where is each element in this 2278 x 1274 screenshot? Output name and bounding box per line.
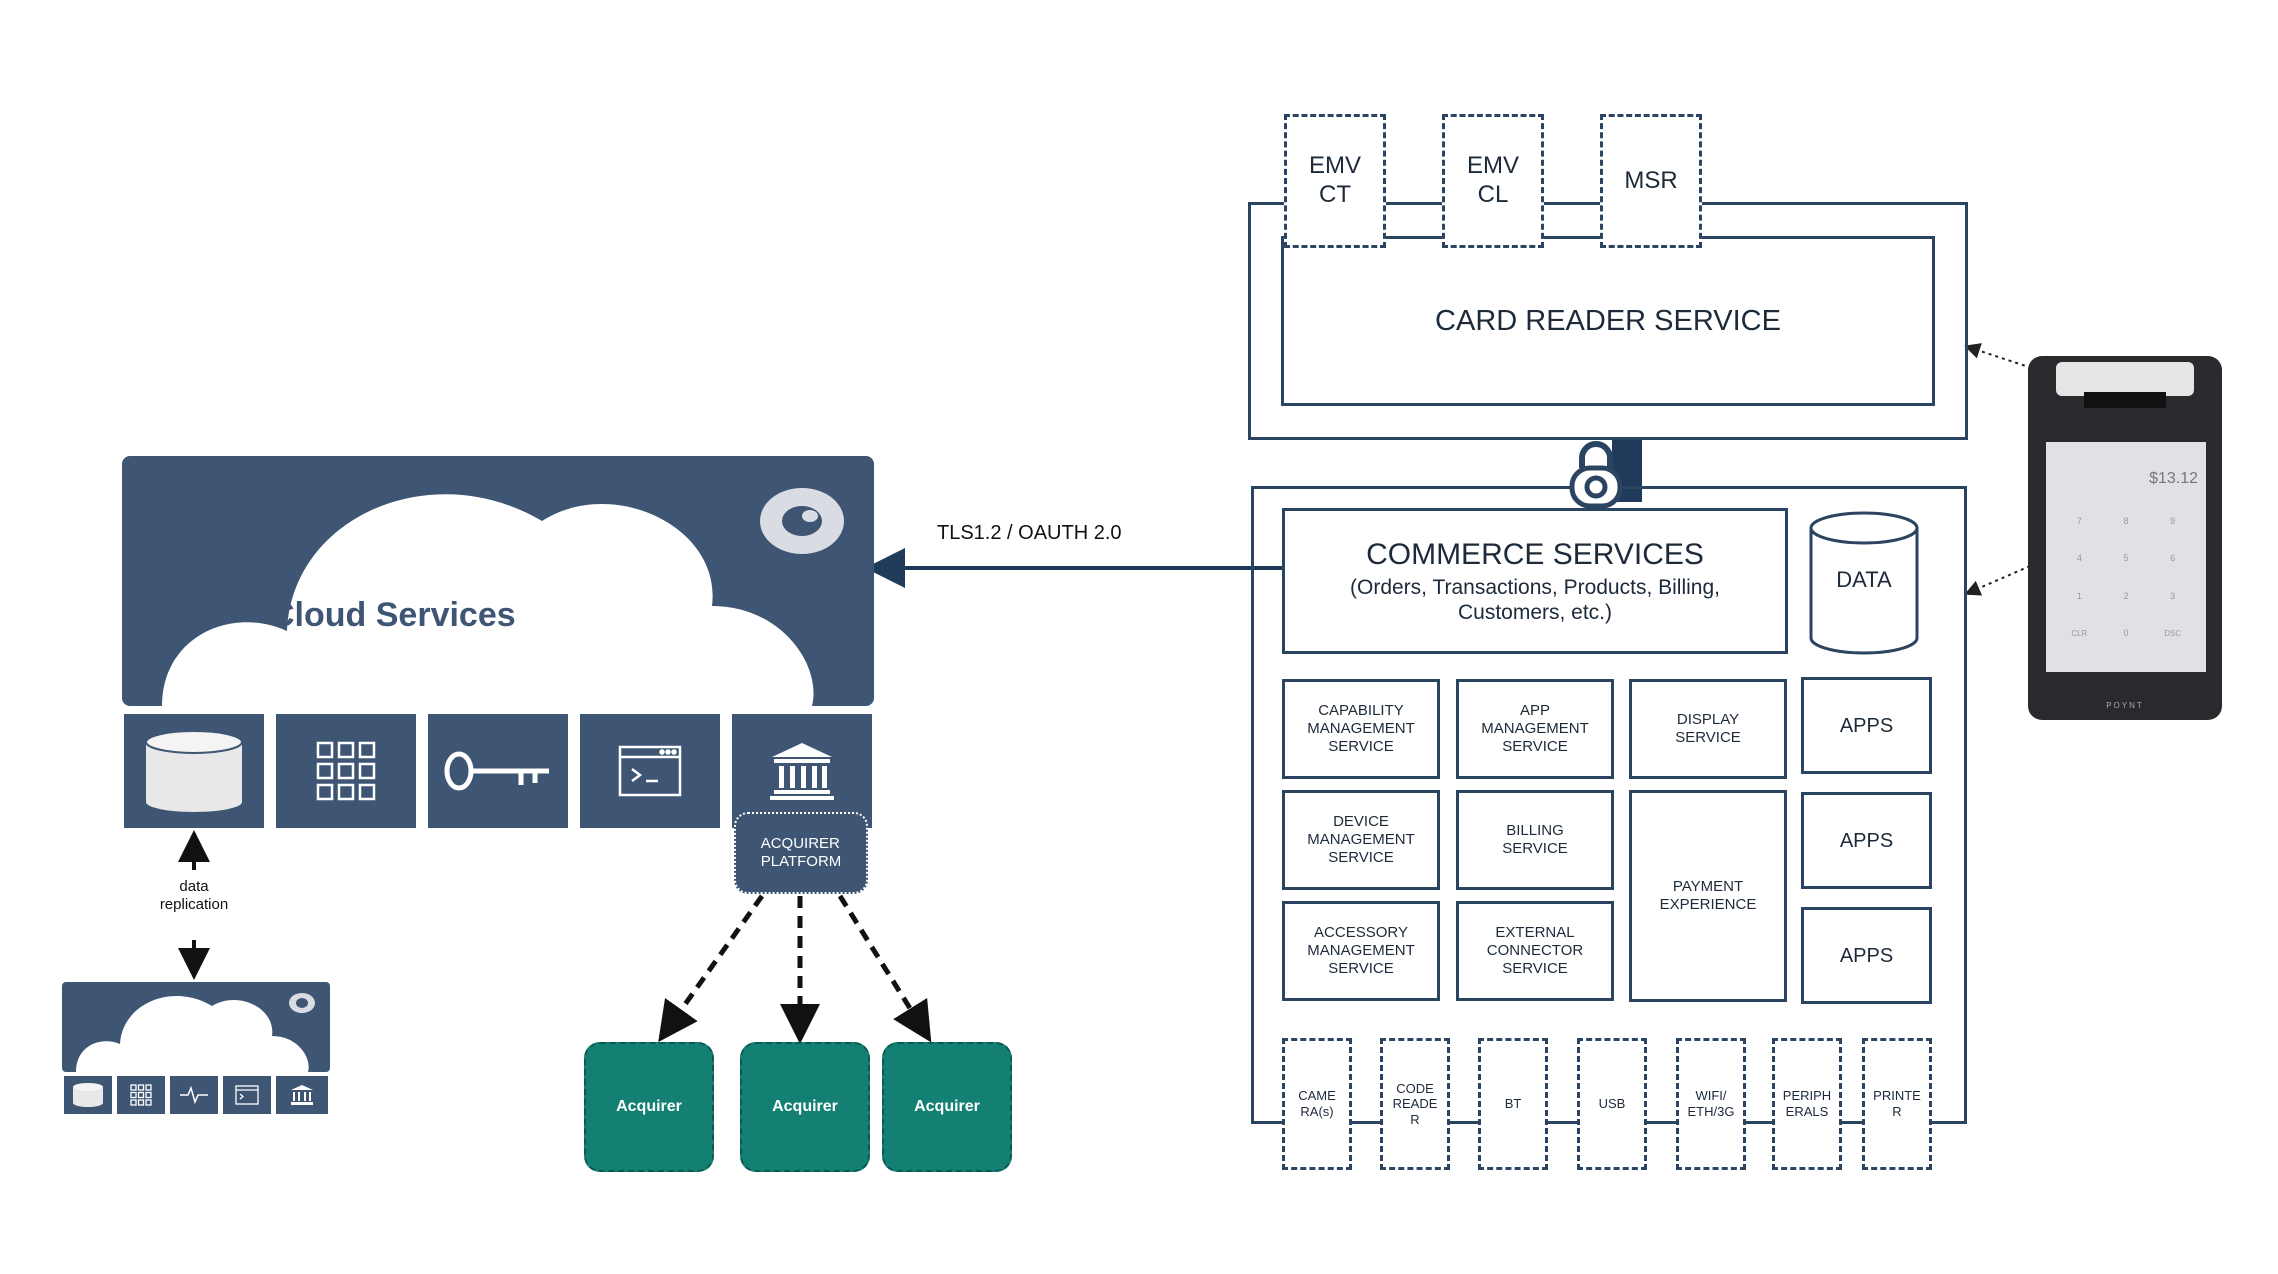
hw-bt[interactable]: BT bbox=[1478, 1038, 1548, 1170]
key-9[interactable]: 9 bbox=[2170, 515, 2176, 526]
commerce-services[interactable]: COMMERCE SERVICES (Orders, Transactions,… bbox=[1282, 508, 1788, 654]
acquirer-box-3[interactable]: Acquirer bbox=[882, 1042, 1012, 1172]
apps-grid-tile[interactable] bbox=[276, 714, 416, 828]
commerce-subtitle: (Orders, Transactions, Products, Billing… bbox=[1350, 575, 1720, 624]
hw-peripherals[interactable]: PERIPH ERALS bbox=[1772, 1038, 1842, 1170]
key-clr[interactable]: CLR bbox=[2071, 628, 2088, 638]
slot-emv-cl[interactable]: EMV CL bbox=[1442, 114, 1544, 248]
accessory-management-service[interactable]: ACCESSORY MANAGEMENT SERVICE bbox=[1282, 901, 1440, 1001]
bank-icon bbox=[770, 743, 834, 800]
terminal-icon bbox=[618, 745, 682, 797]
acquirer-platform-label: ACQUIRER PLATFORM bbox=[760, 835, 842, 870]
terminal-printer-top bbox=[2056, 362, 2194, 396]
replica-cloud-panel bbox=[62, 982, 330, 1072]
key-0[interactable]: 0 bbox=[2123, 628, 2129, 639]
terminal-brand: POYNT bbox=[2106, 700, 2144, 710]
card-reader-service[interactable]: CARD READER SERVICE bbox=[1281, 236, 1935, 406]
brand-logo-icon bbox=[758, 486, 850, 556]
apps-box-1[interactable]: APPS bbox=[1801, 677, 1932, 774]
cloud-shape bbox=[162, 494, 814, 706]
slot-emv-ct[interactable]: EMV CT bbox=[1284, 114, 1386, 248]
hw-usb[interactable]: USB bbox=[1577, 1038, 1647, 1170]
pulse-icon bbox=[180, 1085, 208, 1105]
data-replication-label: data replication bbox=[159, 878, 229, 913]
data-store[interactable]: DATA bbox=[1808, 510, 1920, 656]
replica-cloud-shape bbox=[76, 996, 309, 1072]
replica-grid-tile bbox=[117, 1076, 165, 1114]
replica-logo-icon bbox=[288, 992, 318, 1014]
key-1[interactable]: 1 bbox=[2076, 590, 2082, 601]
replica-bank-icon bbox=[291, 1085, 313, 1105]
key-2[interactable]: 2 bbox=[2123, 590, 2129, 601]
key-3[interactable]: 3 bbox=[2170, 590, 2176, 601]
lock-icon bbox=[1568, 440, 1624, 509]
acquirer-box-1[interactable]: Acquirer bbox=[584, 1042, 714, 1172]
replica-database-icon bbox=[73, 1083, 103, 1107]
tls-oauth-label: TLS1.2 / OAUTH 2.0 bbox=[937, 522, 1122, 544]
hw-wifi-eth-3g[interactable]: WIFI/ ETH/3G bbox=[1676, 1038, 1746, 1170]
terminal-printer-slot bbox=[2084, 392, 2166, 408]
key-6[interactable]: 6 bbox=[2170, 553, 2176, 564]
acquirer-arrow-left bbox=[658, 894, 765, 1043]
terminal-arrow-commerce bbox=[1964, 565, 2031, 596]
grid-icon bbox=[316, 741, 376, 801]
cloud-services-title: Cloud Services bbox=[270, 596, 516, 634]
bank-tile[interactable] bbox=[732, 714, 872, 828]
acquirer-arrow-right bbox=[837, 894, 932, 1043]
terminal-keypad: 7 8 9 4 5 6 1 2 3 CLR 0 DSC bbox=[2056, 502, 2196, 652]
replica-bank-tile bbox=[276, 1076, 328, 1114]
hw-printer[interactable]: PRINTE R bbox=[1862, 1038, 1932, 1170]
commerce-title: COMMERCE SERVICES bbox=[1366, 537, 1704, 571]
cloud-services-panel: Cloud Services bbox=[122, 456, 874, 706]
key-7[interactable]: 7 bbox=[2076, 515, 2082, 526]
data-label: DATA bbox=[1836, 567, 1892, 592]
device-management-service[interactable]: DEVICE MANAGEMENT SERVICE bbox=[1282, 790, 1440, 890]
key-icon bbox=[444, 751, 549, 791]
acquirer-platform[interactable]: ACQUIRER PLATFORM bbox=[734, 812, 868, 894]
apps-box-2[interactable]: APPS bbox=[1801, 792, 1932, 889]
display-service[interactable]: DISPLAY SERVICE bbox=[1629, 679, 1787, 779]
terminal-arrow-card bbox=[1964, 343, 2039, 371]
replica-database-tile bbox=[64, 1076, 112, 1114]
apps-box-3[interactable]: APPS bbox=[1801, 907, 1932, 1004]
replica-pulse-tile bbox=[170, 1076, 218, 1114]
key-5[interactable]: 5 bbox=[2123, 553, 2129, 564]
app-management-service[interactable]: APP MANAGEMENT SERVICE bbox=[1456, 679, 1614, 779]
payment-experience[interactable]: PAYMENT EXPERIENCE bbox=[1629, 790, 1787, 1002]
key-tile[interactable] bbox=[428, 714, 568, 828]
database-icon bbox=[145, 730, 243, 812]
capability-management-service[interactable]: CAPABILITY MANAGEMENT SERVICE bbox=[1282, 679, 1440, 779]
hw-code-reader[interactable]: CODE READE R bbox=[1380, 1038, 1450, 1170]
terminal-screen: $13.12 7 8 9 4 5 6 1 2 3 CLR 0 DSC bbox=[2046, 442, 2206, 672]
acquirer-box-2[interactable]: Acquirer bbox=[740, 1042, 870, 1172]
replica-grid-icon bbox=[130, 1084, 152, 1106]
key-4[interactable]: 4 bbox=[2076, 553, 2082, 564]
database-tile[interactable] bbox=[124, 714, 264, 828]
key-dsc[interactable]: DSC bbox=[2164, 628, 2182, 638]
data-cylinder-icon bbox=[1809, 511, 1919, 655]
replica-terminal-tile bbox=[223, 1076, 271, 1114]
terminal-amount: $13.12 bbox=[2149, 470, 2198, 487]
key-8[interactable]: 8 bbox=[2123, 515, 2129, 526]
terminal-tile[interactable] bbox=[580, 714, 720, 828]
replica-terminal-icon bbox=[235, 1085, 259, 1105]
external-connector-service[interactable]: EXTERNAL CONNECTOR SERVICE bbox=[1456, 901, 1614, 1001]
card-reader-title: CARD READER SERVICE bbox=[1435, 304, 1781, 337]
payment-terminal: $13.12 7 8 9 4 5 6 1 2 3 CLR 0 DSC POYNT bbox=[2028, 356, 2222, 720]
hw-camera[interactable]: CAME RA(s) bbox=[1282, 1038, 1352, 1170]
billing-service[interactable]: BILLING SERVICE bbox=[1456, 790, 1614, 890]
slot-msr[interactable]: MSR bbox=[1600, 114, 1702, 248]
